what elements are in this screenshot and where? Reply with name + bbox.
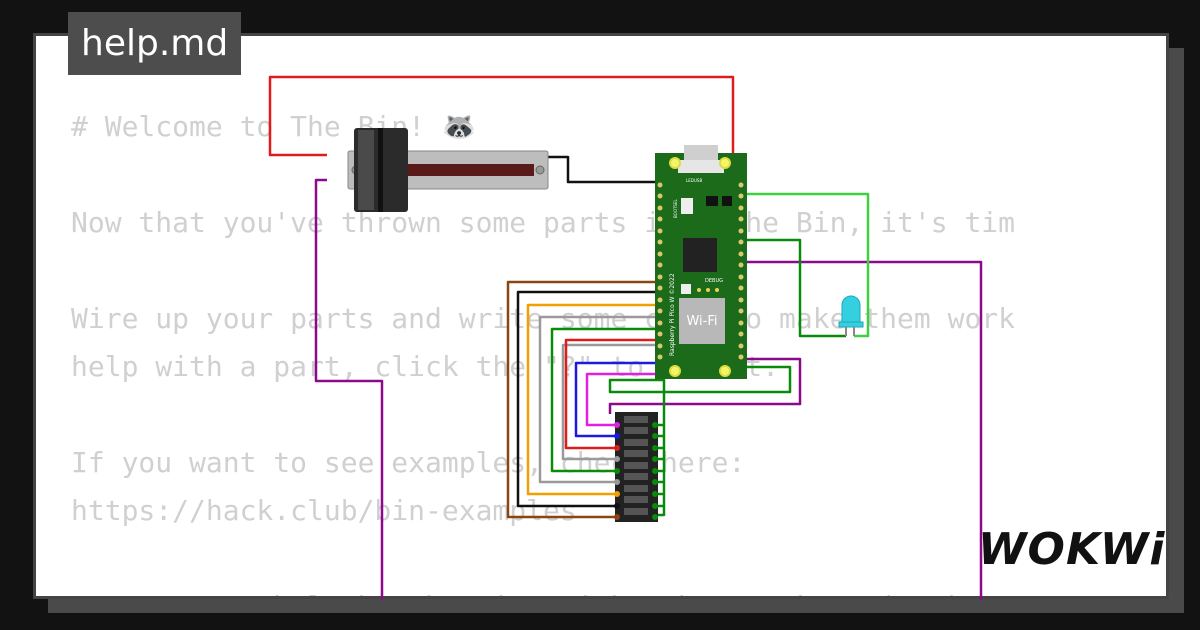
wire-green-3 [656,423,664,508]
wire-green-loop [608,365,792,517]
led-label: LED [686,178,694,183]
wire-blue [574,361,660,438]
markdown-heading: # Welcome to The Bin! 🦝 [71,110,477,143]
wokwi-logo: WOKWi [978,524,1166,575]
debug-label: DEBUG [705,278,723,284]
usb-label: USB [694,178,702,183]
wire-orange [526,303,660,496]
pico-board[interactable]: Wi-Fi DEBUG LED USB BOOTSEL Raspberry Pi… [655,145,747,379]
wire-green-2 [550,327,660,473]
bootsel-label: BOOTSEL [673,199,678,218]
file-tab[interactable]: help.md [68,12,242,75]
pin-header[interactable] [614,412,658,522]
wifi-label: Wi-Fi [686,314,717,329]
markdown-link[interactable]: https://hack.club/bin-examples [71,494,577,527]
wire-purple-loop [608,357,802,414]
markdown-line: You can get help by chatting with other … [71,590,981,596]
wire-gray-1 [538,315,660,484]
wire-red-top [268,75,735,160]
slide-potentiometer[interactable] [347,128,549,212]
wire-black [516,290,660,508]
wire-purple-left [314,178,384,600]
board-name: Raspberry Pi Pico W ©2022 [669,273,676,356]
wire-magenta [585,372,660,427]
led-component[interactable] [838,295,864,336]
wire-purple-right [740,260,983,600]
wire-green-led [740,238,846,338]
wire-black-slider [548,155,657,184]
wire-gray-2 [561,343,660,461]
panel-shadow-bottom [48,597,1184,613]
wire-red-2 [564,338,660,450]
panel-shadow-right [1168,48,1184,613]
help-panel: # Welcome to The Bin! 🦝 Now that you've … [33,33,1169,599]
wire-lime-led [740,192,870,338]
wire-brown [506,280,660,519]
